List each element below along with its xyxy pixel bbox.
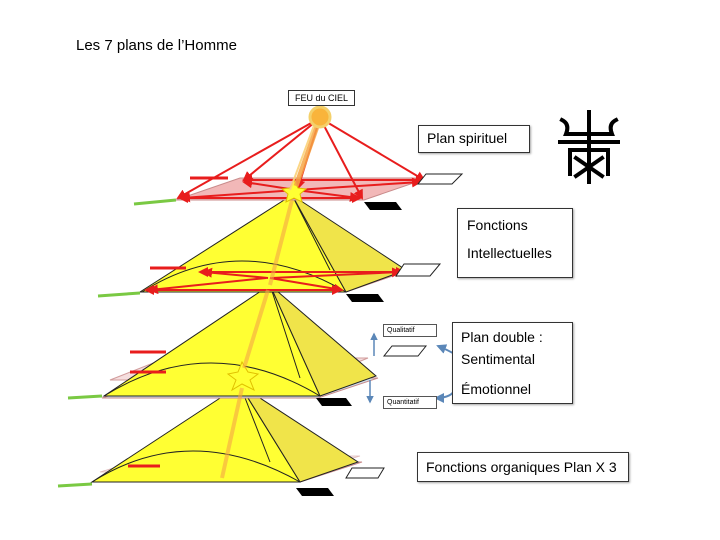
- double-white-tab: [382, 345, 428, 357]
- organic-black-tab: [296, 488, 334, 496]
- intellect-plane-group: [97, 194, 442, 302]
- intellect-white-tab: [395, 263, 442, 277]
- page-title: Les 7 plans de l’Homme: [76, 37, 237, 54]
- qualitatif-label: Qualitatif: [383, 324, 437, 337]
- double-pyramid-right: [269, 284, 377, 397]
- sentimental-label: Sentimental: [461, 351, 535, 367]
- chinese-seal-glyph-icon: [558, 110, 620, 184]
- emotionnel-label: Émotionnel: [461, 381, 532, 397]
- intellect-label-line1: Fonctions: [467, 217, 528, 233]
- plan-spirituel-label: Plan spirituel: [427, 130, 508, 146]
- organic-label: Fonctions organiques Plan X 3: [426, 459, 617, 475]
- plan-spirituel-box: Plan spirituel: [418, 125, 530, 153]
- quantitatif-label: Quantitatif: [383, 396, 437, 409]
- fire-beam: [220, 117, 323, 479]
- double-black-tab: [316, 398, 352, 406]
- double-star: [226, 360, 260, 392]
- organic-pyramid-right: [239, 384, 360, 483]
- plan-double-box: Plan double : Sentimental Émotionnel: [452, 322, 573, 404]
- spiritual-black-tab: [364, 202, 402, 210]
- intellect-pyramid-left: [138, 194, 347, 293]
- intellect-box: Fonctions Intellectuelles: [457, 208, 573, 278]
- organic-box: Fonctions organiques Plan X 3: [417, 452, 629, 482]
- source-label-box: FEU du CIEL: [288, 90, 356, 106]
- spiritual-white-tab: [416, 173, 464, 185]
- plan-double-label: Plan double :: [461, 329, 543, 345]
- sun-icon: [308, 105, 332, 129]
- spiritual-star: [280, 178, 308, 203]
- organic-pyramid-left: [90, 384, 301, 483]
- source-label: FEU du CIEL: [295, 93, 349, 103]
- double-plane-group: [67, 284, 428, 406]
- spiritual-plane-group: [133, 117, 464, 210]
- intellect-label-line2: Intellectuelles: [467, 245, 552, 261]
- intellect-black-tab: [346, 294, 384, 302]
- organic-white-tab: [345, 467, 385, 479]
